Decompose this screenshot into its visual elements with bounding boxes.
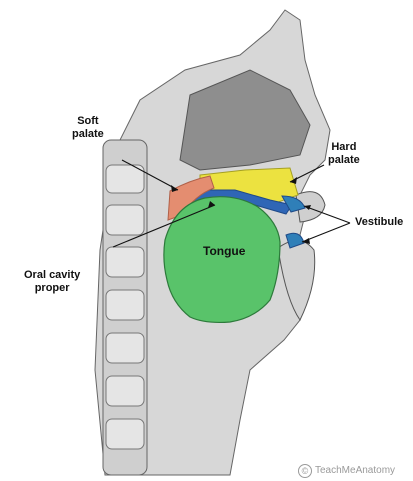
tongue-region — [164, 197, 280, 323]
vertebra — [106, 419, 144, 449]
vertebra — [106, 290, 144, 320]
leader-line-vestibule-lower — [302, 223, 350, 242]
vertebra — [106, 333, 144, 363]
vertebra — [106, 205, 144, 235]
vertebra — [106, 376, 144, 406]
vertebra — [106, 247, 144, 277]
